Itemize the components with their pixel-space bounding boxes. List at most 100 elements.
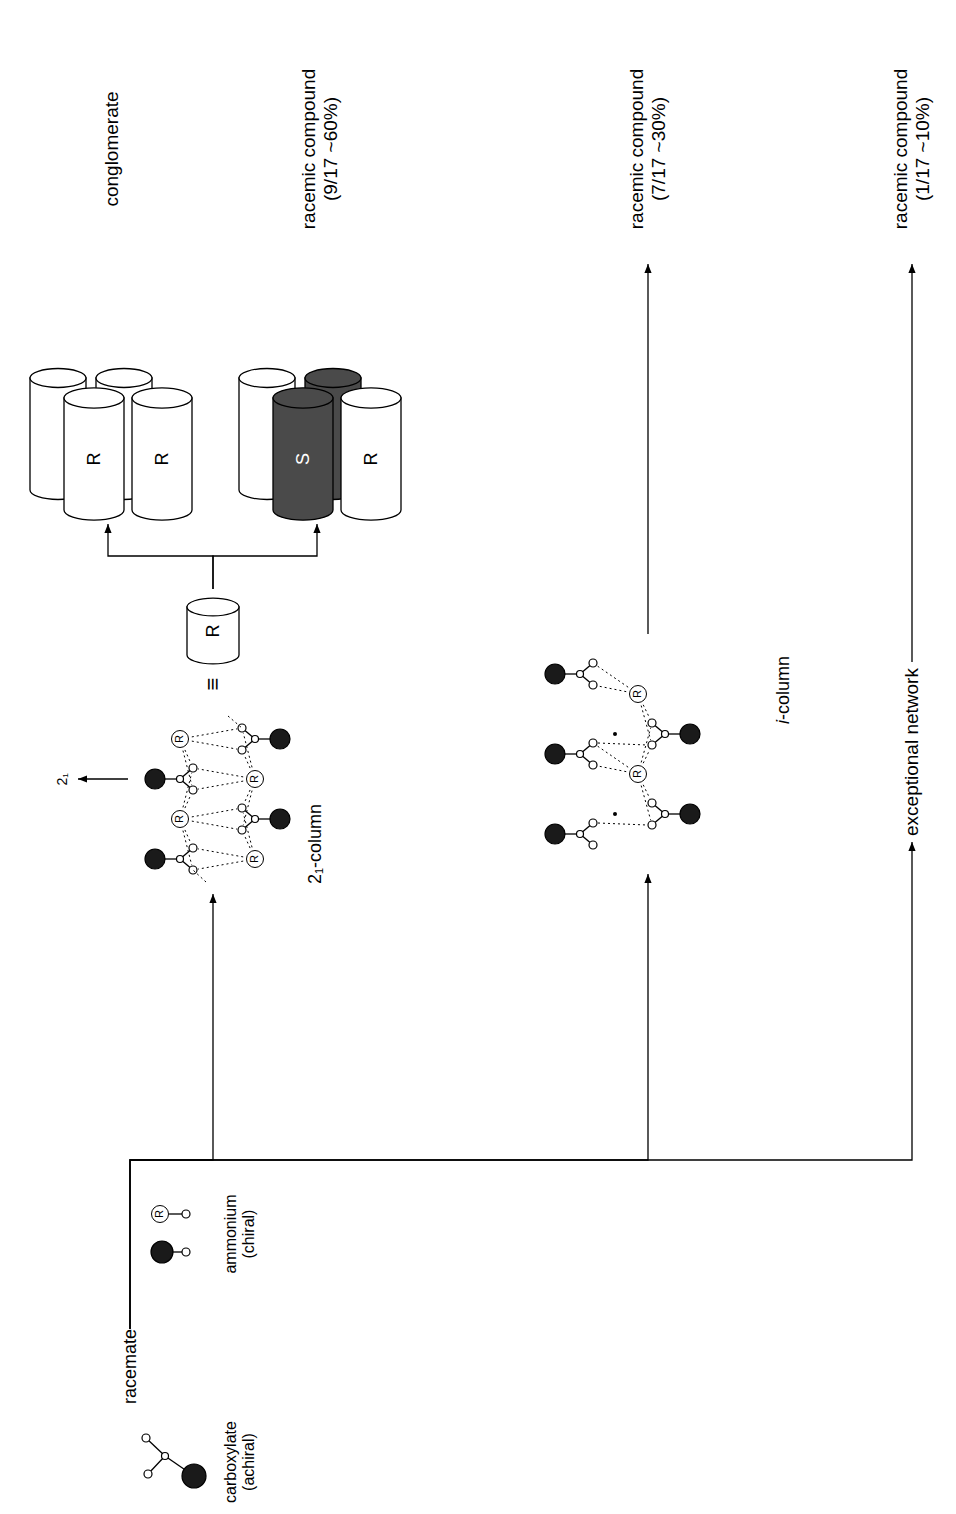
hydrogen-bond <box>228 716 242 728</box>
hydrogen-bond <box>183 831 192 866</box>
flow-arrow <box>130 874 648 1329</box>
hydrogen-bond <box>192 729 237 737</box>
atom-symbol <box>648 821 656 829</box>
cylinder-cap <box>132 388 192 408</box>
atom-symbol <box>238 746 246 754</box>
node-text: S <box>292 453 313 465</box>
ammonium-symbol: R <box>246 850 264 868</box>
cylinder-cap <box>341 388 401 408</box>
atom-symbol <box>545 664 565 684</box>
result-label: racemic compound (1/17 ~10%) <box>890 34 934 264</box>
atom-symbol <box>589 819 597 827</box>
hydrogen-bond <box>192 809 237 817</box>
hydrogen-bond <box>183 773 192 808</box>
hydrogen-bond <box>641 728 650 763</box>
cylinder-body <box>341 398 401 520</box>
ammonium-symbol: R <box>629 765 647 783</box>
cylinder-cap <box>30 368 86 387</box>
part-label: ammonium (chiral) <box>222 1184 259 1284</box>
column-node: i-column <box>500 634 796 874</box>
cylinder-node: R <box>182 589 244 669</box>
atom-symbol <box>589 761 597 769</box>
result-label: racemic compound (9/17 ~60%) <box>298 34 342 264</box>
atom-symbol <box>545 744 565 764</box>
hydrogen-bond <box>192 821 237 829</box>
cylinder-body <box>64 398 124 520</box>
packing-node: RS <box>225 364 410 524</box>
part-label: carboxylate (achiral) <box>222 1412 259 1512</box>
hydrogen-bond <box>643 705 650 719</box>
node-text: R <box>83 453 104 466</box>
atom-symbol <box>145 849 165 869</box>
atom-symbol <box>145 769 165 789</box>
ammonium-symbol: R <box>246 770 264 788</box>
cylinder-body <box>132 398 192 520</box>
hydrogen-bond <box>598 823 647 825</box>
ammonium-symbol: R <box>151 1205 169 1223</box>
atom-symbol <box>577 831 584 838</box>
result-label: conglomerate <box>101 34 123 264</box>
result-label: racemic compound (7/17 ~30%) <box>626 34 670 264</box>
cylinder-cap <box>187 598 239 616</box>
hydrogen-bond <box>198 861 243 869</box>
node-text: 2₁-column <box>305 804 326 884</box>
atom-symbol <box>648 719 656 727</box>
equivalence-sign: ≡ <box>202 678 224 691</box>
node-text: R <box>360 453 381 466</box>
packing-node: RR <box>16 364 201 524</box>
inversion-center <box>613 732 617 736</box>
atom-symbol <box>680 804 700 824</box>
node-text: R <box>203 625 224 638</box>
hydrogen-bond <box>643 785 650 799</box>
column-node: 2₁-column <box>100 699 326 894</box>
cylinder-cap <box>64 388 124 408</box>
atom-symbol <box>177 776 184 783</box>
hydrogen-bond <box>641 706 650 741</box>
atom-symbol <box>662 811 669 818</box>
node-text: racemic compound (9/17 ~60%) <box>298 52 342 247</box>
atom-symbol <box>648 799 656 807</box>
hydrogen-bond <box>641 786 650 821</box>
hydrogen-bond <box>185 830 191 843</box>
hydrogen-bond <box>244 790 250 803</box>
atom-symbol <box>545 824 565 844</box>
atom-symbol <box>142 1434 150 1442</box>
cylinder-cap <box>273 388 333 408</box>
flow-arrow <box>108 524 213 589</box>
flow-arrow <box>647 264 648 634</box>
hydrogen-bond <box>183 751 192 786</box>
axis-label: 2₁ <box>55 773 69 786</box>
atom-symbol <box>662 731 669 738</box>
flow-arrow <box>213 524 317 589</box>
hydrogen-bond <box>198 849 243 857</box>
atom-symbol <box>177 856 184 863</box>
node-text: R <box>151 453 172 466</box>
hydrogen-bond <box>598 743 647 745</box>
hydrogen-bond <box>192 741 237 749</box>
flow-arrow <box>130 894 213 1329</box>
node-text: exceptional network <box>901 668 923 836</box>
cylinder-shape <box>16 364 201 524</box>
hydrogen-bond <box>198 769 243 777</box>
ammonium-symbol: R <box>171 730 189 748</box>
atom-symbol <box>577 751 584 758</box>
hydrogen-bond <box>597 746 628 767</box>
node-text: conglomerate <box>101 52 123 247</box>
atom-symbol <box>189 786 197 794</box>
node-text: i-column <box>773 656 794 724</box>
hydrogen-bond <box>598 686 626 692</box>
atom-symbol <box>252 816 259 823</box>
node-text: racemic compound (1/17 ~10%) <box>890 52 934 247</box>
atom-symbol <box>648 741 656 749</box>
atom-symbol <box>589 681 597 689</box>
atom-symbol <box>238 804 246 812</box>
ammonium-symbol: R <box>171 810 189 828</box>
hydrogen-bond <box>243 791 252 826</box>
atom-symbol <box>577 671 584 678</box>
flow-arrow <box>130 842 912 1329</box>
atom-symbol <box>182 1248 190 1256</box>
atom-symbol <box>182 1464 206 1488</box>
atom-symbol <box>238 826 246 834</box>
